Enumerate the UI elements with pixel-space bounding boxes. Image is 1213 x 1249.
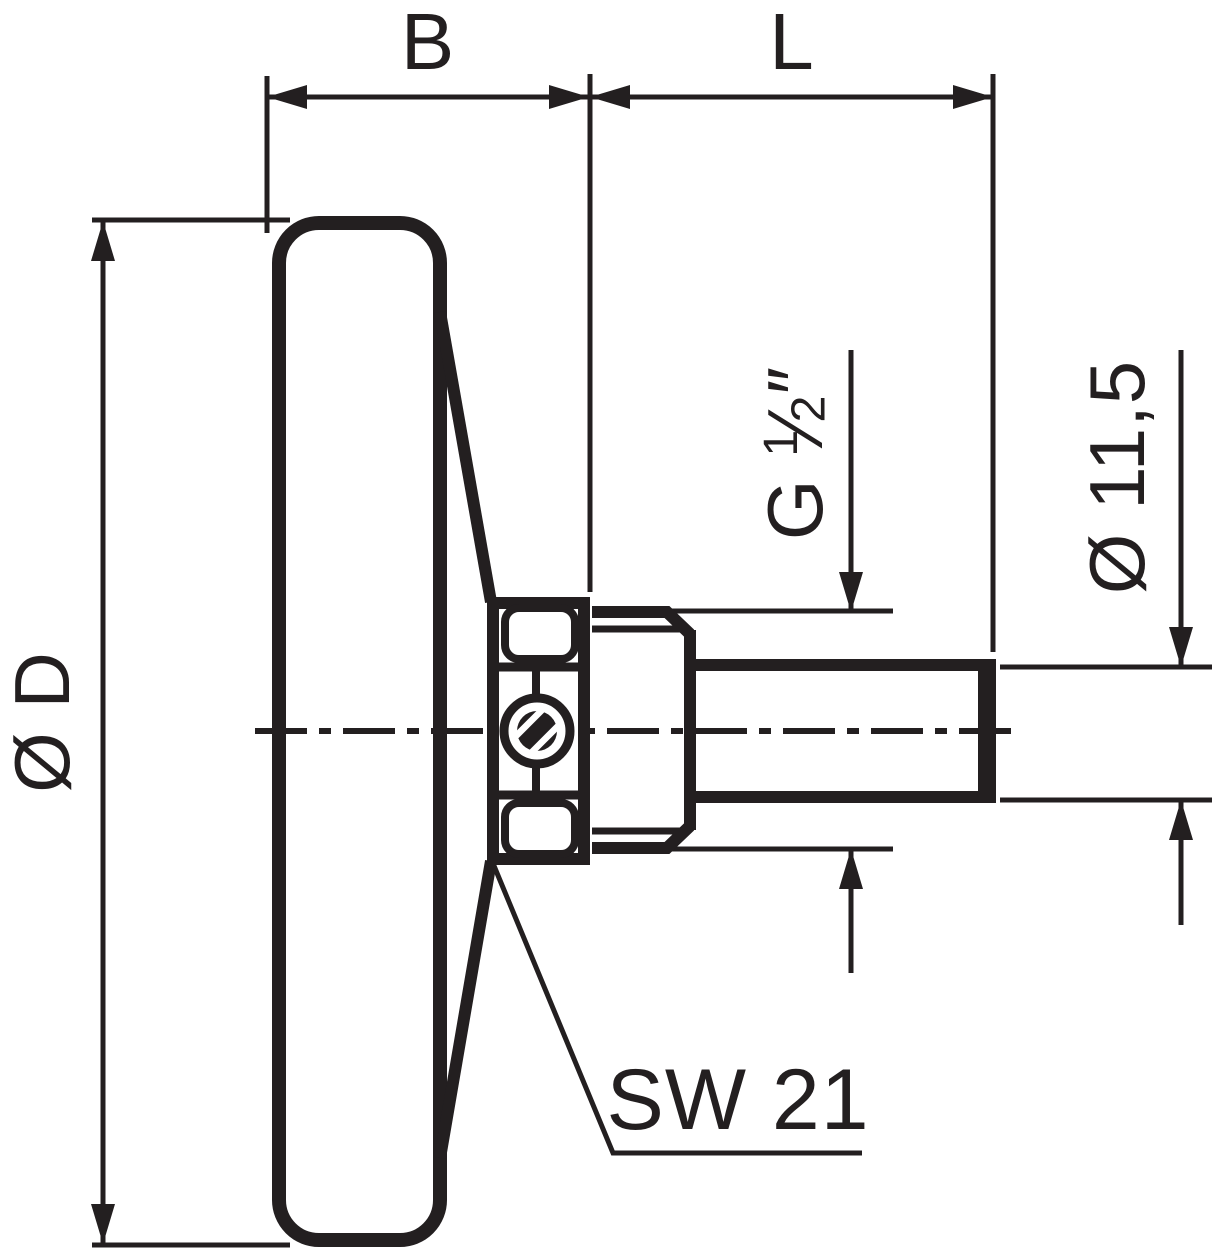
arrow-l-right: [953, 85, 993, 109]
screw-head-slot: [516, 710, 558, 752]
dimension-b-label: B: [400, 0, 456, 86]
arrow-b-left: [267, 85, 307, 109]
dimension-lines: [92, 74, 1212, 1248]
arrow-b-right: [549, 85, 589, 109]
arrow-d-bottom: [91, 1204, 115, 1244]
sw21-leader-line: [489, 860, 862, 1156]
dial-diameter-label: Ø D: [0, 651, 86, 793]
thread-size-unit: ″: [751, 365, 839, 395]
arrow-g-top: [839, 572, 863, 612]
arrow-g-bottom: [839, 849, 863, 889]
thread-size-denominator: 2: [781, 394, 836, 423]
stem-diameter-label: Ø 11,5: [1073, 359, 1161, 595]
arrow-l-left: [590, 85, 630, 109]
thread-size-label: G1⁄2″: [751, 366, 839, 540]
arrow-d-top: [91, 221, 115, 261]
thermometer-outline: [272, 216, 996, 1247]
hex-nut-chamfer-bottom: [501, 799, 579, 858]
thread-size-prefix: G: [751, 478, 839, 541]
dial-case: [272, 216, 447, 1247]
thread-size-numerator: 1: [753, 428, 808, 457]
arrow-stem-bottom: [1169, 800, 1193, 840]
wrench-size-label: SW 21: [606, 1052, 870, 1148]
cone-upper-line: [434, 310, 497, 604]
dimension-l-label: L: [769, 0, 815, 86]
dimension-arrowheads: [91, 85, 1193, 1244]
hex-nut-chamfer-top: [501, 604, 579, 663]
arrow-stem-top: [1169, 627, 1193, 667]
cone-lower-line: [434, 859, 497, 1160]
